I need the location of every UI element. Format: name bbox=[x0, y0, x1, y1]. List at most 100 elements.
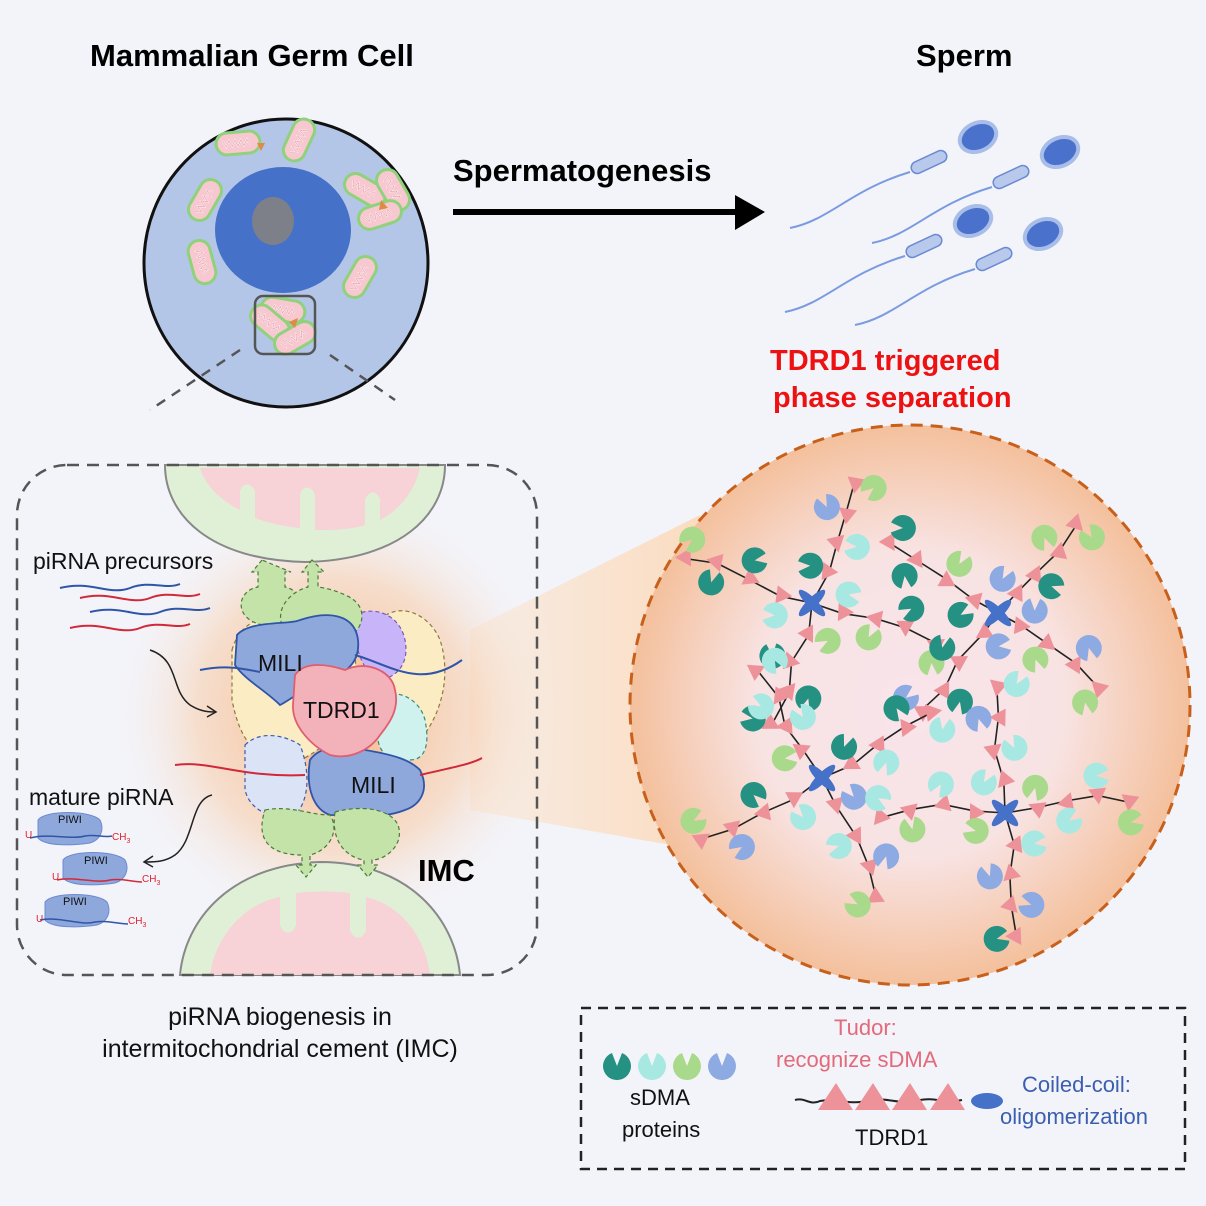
tudor-domain-icon bbox=[842, 753, 861, 770]
tdrd1-legend-label: TDRD1 bbox=[855, 1125, 929, 1150]
tudor-label-line1: Tudor: bbox=[834, 1015, 897, 1040]
sdma-protein-icon bbox=[748, 693, 774, 720]
tudor-domain-icon bbox=[1065, 513, 1083, 531]
tudor-domain-icon bbox=[797, 624, 814, 643]
tudor-domain-icon bbox=[1000, 895, 1018, 913]
sdma-protein-icon bbox=[865, 785, 892, 812]
mature-arrow bbox=[144, 794, 213, 863]
sdma-protein-icon bbox=[1056, 807, 1083, 834]
u-label: U bbox=[36, 914, 44, 925]
sdma-protein-icon bbox=[741, 547, 768, 574]
sdma-protein-icon bbox=[1021, 598, 1048, 624]
phase-separation-title-line1: TDRD1 triggered bbox=[770, 345, 1001, 377]
precursors-label: piRNA precursors bbox=[33, 548, 214, 574]
sdma-protein-icon bbox=[1022, 774, 1049, 801]
tudor-domain-icon bbox=[937, 570, 956, 587]
tudor-domain-icon bbox=[845, 826, 862, 845]
sdma-protein-icon bbox=[890, 514, 916, 541]
coiled-coil-label-line1: Coiled-coil: bbox=[1022, 1072, 1131, 1097]
tudor-domain-icon bbox=[868, 735, 885, 754]
caption-line1: piRNA biogenesis in bbox=[168, 1003, 392, 1031]
sdma-protein-icon bbox=[1083, 762, 1109, 789]
mili-bottom-label: MILI bbox=[351, 772, 396, 798]
sdma-protein-icon bbox=[790, 804, 817, 831]
sdma-protein-icon bbox=[891, 563, 918, 589]
sdma-protein-icon bbox=[873, 749, 900, 776]
piwi-label: PIWI bbox=[84, 855, 108, 867]
phase-separation-droplet bbox=[628, 423, 1192, 987]
sperm-group bbox=[784, 119, 1081, 326]
sdma-protein-icon bbox=[1018, 891, 1045, 918]
tdrd1-network bbox=[675, 474, 1144, 952]
sdma-protein-icon bbox=[1001, 734, 1028, 761]
tudor-domain-icon bbox=[878, 532, 895, 552]
piwi-complex bbox=[29, 812, 113, 846]
tudor-domain-icon bbox=[825, 796, 843, 815]
tudor-domain-icon bbox=[1005, 835, 1023, 854]
sdma-protein-icon bbox=[929, 634, 956, 661]
sdma-protein-icon bbox=[970, 769, 997, 796]
sdma-protein-icon bbox=[771, 745, 798, 772]
sdma-protein-icon bbox=[762, 602, 788, 629]
ch3-label: CH3 bbox=[112, 832, 131, 845]
tudor-domain-icon bbox=[865, 610, 884, 629]
nucleolus bbox=[252, 197, 294, 245]
tudor-domain-icon bbox=[989, 708, 1006, 727]
piwi-label: PIWI bbox=[63, 896, 87, 908]
sperm bbox=[854, 216, 1064, 326]
sdma-protein-icon bbox=[844, 891, 871, 918]
tudor-domain-icon bbox=[1013, 616, 1031, 635]
sdma-protein-icon bbox=[1031, 524, 1058, 551]
legend bbox=[579, 1006, 1187, 1171]
sperm bbox=[871, 134, 1081, 244]
legend-frame bbox=[579, 1006, 1187, 1171]
tudor-domain-icon bbox=[969, 803, 986, 822]
tudor-domain-icon bbox=[691, 833, 710, 851]
tudor-domain-icon bbox=[773, 686, 791, 705]
tudor-domain-icon bbox=[782, 651, 801, 670]
sdma-protein-icon bbox=[1022, 646, 1049, 673]
tudor-domain-icon bbox=[837, 602, 854, 622]
tudor-domain-icon bbox=[1091, 680, 1110, 699]
sdma-protein-icon bbox=[985, 633, 1012, 660]
tudor-domain-icon bbox=[839, 507, 858, 525]
tudor-domain-icon bbox=[1049, 541, 1068, 560]
tudor-domain-icon bbox=[761, 713, 780, 729]
tudor-domain-icon bbox=[741, 568, 760, 585]
u-label: U bbox=[25, 830, 33, 841]
sdma-teal-icon bbox=[603, 1053, 631, 1081]
sdma-protein-icon bbox=[698, 569, 725, 596]
tudor-domain-icon bbox=[859, 858, 878, 876]
tudor-domain-icon bbox=[1005, 926, 1022, 946]
tudor-domain-icon bbox=[821, 562, 839, 580]
sdma-protein-icon bbox=[1072, 689, 1099, 716]
tudor-domain-icon bbox=[906, 549, 923, 569]
tudor-domain-icon bbox=[900, 718, 917, 738]
piwi-label: PIWI bbox=[58, 814, 82, 826]
tudor-domain-icon bbox=[746, 664, 766, 682]
mature-piRNA-label: mature piRNA bbox=[29, 784, 174, 810]
zoom-line-right bbox=[329, 353, 396, 402]
sdma-protein-icon bbox=[1117, 809, 1144, 836]
sdma-protein-icon bbox=[962, 817, 989, 844]
sdma-protein-icon bbox=[989, 565, 1016, 592]
coiled-coil-hub-icon bbox=[984, 599, 1012, 627]
imc-label: IMC bbox=[418, 853, 475, 888]
tdrd1-shape bbox=[292, 664, 398, 758]
sdma-protein-icon bbox=[855, 624, 882, 651]
sdma-protein-icon bbox=[873, 843, 900, 870]
sdma-protein-icon bbox=[1075, 635, 1102, 661]
sdma-protein-icon bbox=[898, 595, 925, 622]
tudor-domain-icon bbox=[975, 622, 995, 639]
tudor-domain-icon bbox=[983, 743, 1002, 761]
tudor-domain-icon bbox=[1037, 632, 1056, 651]
tudor-domain-icon bbox=[896, 620, 915, 637]
sdma-protein-icon bbox=[680, 807, 707, 834]
tudor-domain-icon bbox=[675, 548, 692, 567]
tudor-domain-icon bbox=[826, 534, 845, 553]
sdma-protein-icon bbox=[740, 782, 767, 808]
coiled-coil-hub-icon bbox=[798, 589, 826, 617]
tudor-domain-icon bbox=[855, 1083, 890, 1110]
sdma-protein-icon bbox=[825, 833, 852, 860]
spermatogenesis-label: Spermatogenesis bbox=[453, 153, 712, 188]
